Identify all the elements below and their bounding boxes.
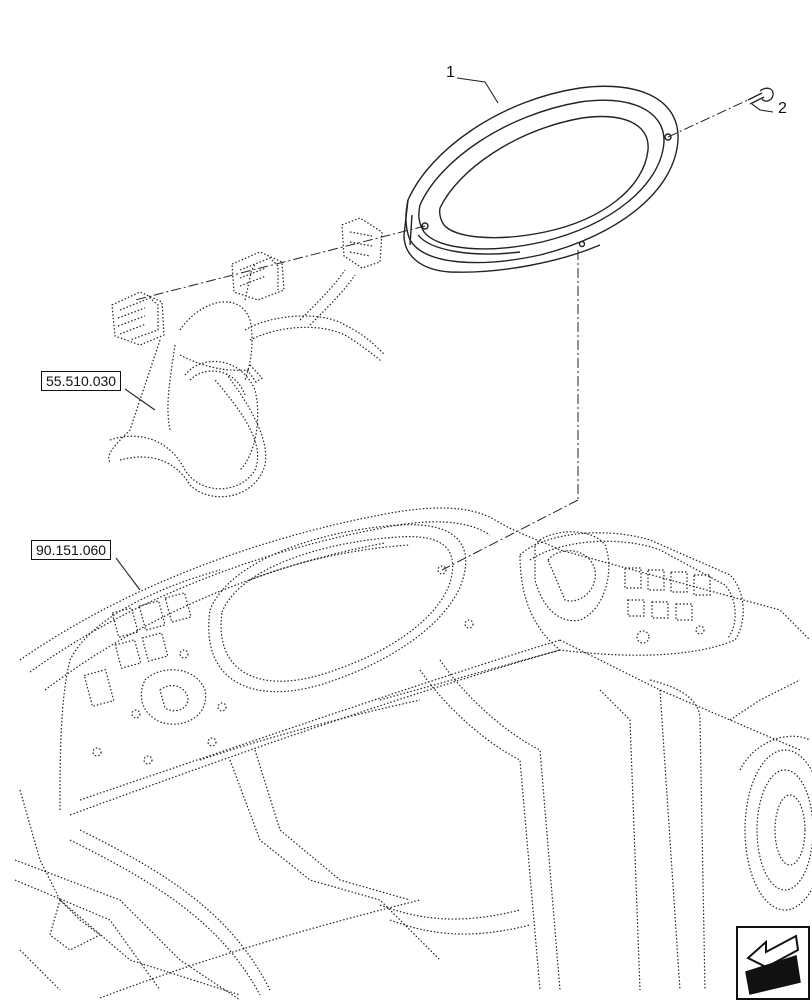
callout-item-1: 1: [446, 64, 455, 81]
left-switch-panel: [83, 592, 227, 765]
side-round-element: [739, 735, 812, 911]
instrument-cluster: [403, 85, 679, 273]
wiring-harness: [108, 264, 386, 498]
reference-label-dashboard[interactable]: 90.151.060: [31, 540, 112, 560]
dashboard-cover: [14, 507, 811, 1000]
connector-right: [341, 217, 383, 269]
reference-label-harness[interactable]: 55.510.030: [41, 371, 122, 391]
assembly-lines: [134, 98, 751, 571]
page-navigation-button[interactable]: [736, 926, 810, 1000]
callout-item-2: 2: [778, 100, 787, 117]
page-arrow-icon: [745, 934, 801, 995]
dashboard-cluster-opening: [208, 524, 474, 693]
screw: [747, 87, 774, 105]
connector-middle: [231, 251, 285, 301]
connector-left: [111, 291, 165, 346]
right-switch-panel: [519, 531, 744, 656]
leader-lines: [115, 77, 774, 591]
